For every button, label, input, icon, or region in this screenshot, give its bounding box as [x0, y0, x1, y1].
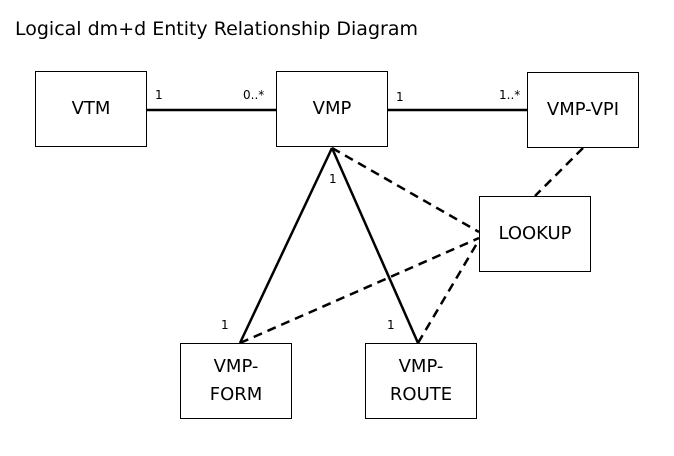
entity-vmp-vpi: VMP-VPI	[527, 72, 639, 148]
diagram-title: Logical dm+d Entity Relationship Diagram	[15, 18, 418, 40]
entity-lookup: LOOKUP	[479, 196, 591, 272]
multiplicity-vmp-down: 1	[329, 172, 337, 186]
entity-vmp-route-label: VMP- ROUTE	[389, 356, 453, 405]
entity-vmp-route: VMP- ROUTE	[365, 343, 477, 419]
multiplicity-vmp-to-vpi: 1	[396, 90, 404, 104]
line-form-lookup	[239, 236, 480, 345]
multiplicity-vmp-vpi: 1..*	[499, 88, 521, 102]
entity-vmp-label: VMP	[312, 98, 352, 119]
entity-vtm-label: VTM	[71, 98, 111, 119]
multiplicity-vtm: 1	[155, 88, 163, 102]
multiplicity-vmp-form: 1	[221, 318, 229, 332]
multiplicity-vmp-route: 1	[387, 318, 395, 332]
line-vmpvpi-lookup	[534, 147, 584, 197]
entity-vmp-form: VMP- FORM	[180, 343, 292, 419]
entity-vmp-vpi-label: VMP-VPI	[546, 99, 620, 120]
line-vmp-form	[238, 147, 334, 344]
entity-vtm: VTM	[35, 71, 147, 147]
line-route-lookup	[416, 239, 481, 344]
entity-vmp: VMP	[276, 71, 388, 147]
line-vmp-lookup	[331, 146, 480, 234]
entity-vmp-form-label: VMP- FORM	[209, 356, 263, 405]
multiplicity-vmp-from-vtm: 0..*	[243, 88, 265, 102]
line-vmp-route	[330, 147, 420, 344]
entity-lookup-label: LOOKUP	[498, 223, 572, 244]
